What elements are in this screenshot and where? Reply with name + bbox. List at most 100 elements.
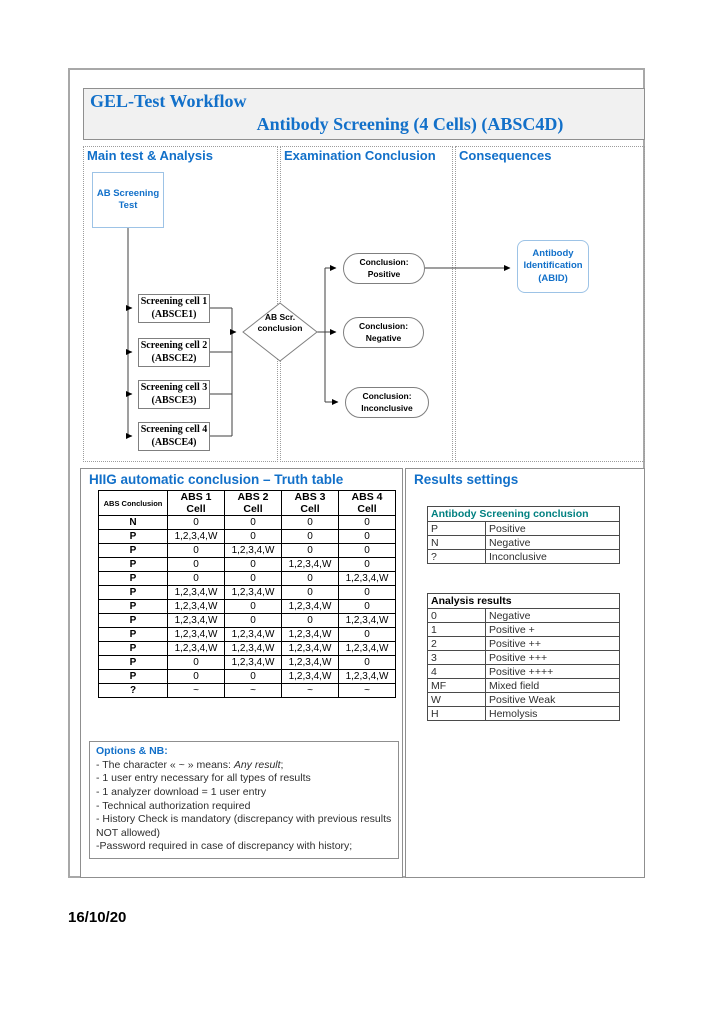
table-cell: 0 bbox=[167, 655, 225, 670]
table-cell: N bbox=[427, 535, 486, 550]
table-cell: 0 bbox=[224, 571, 282, 586]
cell-1-code: (ABSCE1) bbox=[151, 308, 197, 320]
table-cell: 1,2,3,4,W bbox=[281, 641, 339, 656]
table-cell: P bbox=[98, 599, 168, 614]
screening-cell-4-box: Screening cell 4 (ABSCE4) bbox=[138, 422, 210, 451]
table-cell: 1,2,3,4,W bbox=[224, 627, 282, 642]
table-cell: 0 bbox=[167, 543, 225, 558]
table-cell: 1,2,3,4,W bbox=[338, 571, 396, 586]
screening-cell-2-box: Screening cell 2 (ABSCE2) bbox=[138, 338, 210, 367]
table-cell: ~ bbox=[281, 683, 339, 698]
table-cell: 1,2,3,4,W bbox=[224, 655, 282, 670]
conclusion-negative-line2: Negative bbox=[365, 332, 402, 343]
table-cell: Positive +++ bbox=[485, 650, 620, 665]
table-cell: P bbox=[98, 543, 168, 558]
cell-1-label: Screening cell 1 bbox=[140, 296, 208, 307]
table-cell: 1,2,3,4,W bbox=[167, 585, 225, 600]
start-box-line2: Test bbox=[118, 200, 138, 211]
table-cell: ? bbox=[98, 683, 168, 698]
table-cell: W bbox=[427, 692, 486, 707]
options-line-tilde-suffix: ; bbox=[280, 758, 284, 771]
table-cell: 0 bbox=[427, 608, 486, 623]
table-cell: P bbox=[98, 557, 168, 572]
table-cell: 1,2,3,4,W bbox=[281, 599, 339, 614]
table-cell: Negative bbox=[485, 535, 620, 550]
truth-table-header-abs1: ABS 1 Cell bbox=[167, 490, 225, 516]
decision-line2: conclusion bbox=[257, 323, 303, 334]
table-cell: Inconclusive bbox=[485, 549, 620, 564]
table-cell: Positive bbox=[485, 521, 620, 536]
table-cell: 0 bbox=[338, 543, 396, 558]
ab-screening-test-box: AB Screening Test bbox=[92, 172, 164, 228]
table-cell: 0 bbox=[338, 529, 396, 544]
table-cell: Mixed field bbox=[485, 678, 620, 693]
screening-cell-3-box: Screening cell 3 (ABSCE3) bbox=[138, 380, 210, 409]
results-settings-title: Results settings bbox=[414, 472, 519, 487]
page-title: GEL-Test Workflow bbox=[90, 91, 247, 111]
analysis-results-table-header: Analysis results bbox=[427, 593, 620, 609]
table-cell: Positive + bbox=[485, 622, 620, 637]
options-line-user-entry: - 1 user entry necessary for all types o… bbox=[96, 772, 311, 785]
table-cell: 1,2,3,4,W bbox=[224, 641, 282, 656]
table-cell: 0 bbox=[224, 529, 282, 544]
table-cell: 0 bbox=[167, 515, 225, 530]
table-cell: P bbox=[98, 655, 168, 670]
truth-table-header-abs3: ABS 3 Cell bbox=[281, 490, 339, 516]
options-line-tilde-prefix: - The character « ~ » means: bbox=[96, 758, 234, 771]
section-main-test-heading: Main test & Analysis bbox=[87, 148, 213, 163]
table-cell: Positive Weak bbox=[485, 692, 620, 707]
table-cell: Hemolysis bbox=[485, 706, 620, 721]
page-subtitle: Antibody Screening (4 Cells) (ABSC4D) bbox=[256, 114, 564, 134]
table-cell: ~ bbox=[224, 683, 282, 698]
table-cell: 0 bbox=[224, 557, 282, 572]
truth-table-panel: HIIG automatic conclusion – Truth table … bbox=[80, 468, 403, 878]
abs-conclusion-table-head: Antibody Screening conclusion bbox=[427, 506, 620, 522]
options-line-history-check: - History Check is mandatory (discrepanc… bbox=[96, 813, 392, 839]
options-nb-box: Options & NB: - The character « ~ » mean… bbox=[89, 741, 399, 860]
table-cell: P bbox=[427, 521, 486, 536]
table-cell: 3 bbox=[427, 650, 486, 665]
truth-table-header-conclusion: ABS Conclusion bbox=[98, 490, 168, 516]
table-cell: 0 bbox=[281, 613, 339, 628]
table-cell: 0 bbox=[338, 585, 396, 600]
options-line-analyzer: - 1 analyzer download = 1 user entry bbox=[96, 785, 267, 798]
table-cell: 1,2,3,4,W bbox=[281, 669, 339, 684]
table-cell: P bbox=[98, 669, 168, 684]
table-cell: 1,2,3,4,W bbox=[338, 641, 396, 656]
abid-line1: Antibody bbox=[532, 247, 574, 259]
truth-table-title: HIIG automatic conclusion – Truth table bbox=[89, 472, 344, 487]
table-cell: 0 bbox=[338, 655, 396, 670]
cell-2-label: Screening cell 2 bbox=[140, 340, 208, 351]
table-cell: 0 bbox=[224, 515, 282, 530]
table-cell: 0 bbox=[224, 599, 282, 614]
conclusion-negative-oval: Conclusion: Negative bbox=[343, 317, 424, 348]
conclusion-positive-oval: Conclusion: Positive bbox=[343, 253, 425, 284]
table-cell: 4 bbox=[427, 664, 486, 679]
options-line-tilde: - The character « ~ » means: Any result; bbox=[96, 759, 392, 773]
table-cell: 0 bbox=[224, 669, 282, 684]
table-cell: 0 bbox=[338, 627, 396, 642]
table-cell: ~ bbox=[338, 683, 396, 698]
table-cell: 1,2,3,4,W bbox=[281, 655, 339, 670]
results-settings-panel: Results settings Antibody Screening conc… bbox=[405, 468, 645, 878]
cell-2-code: (ABSCE2) bbox=[151, 352, 197, 364]
table-cell: 0 bbox=[224, 613, 282, 628]
screening-cell-1-box: Screening cell 1 (ABSCE1) bbox=[138, 294, 210, 323]
table-cell: 1,2,3,4,W bbox=[338, 669, 396, 684]
conclusion-inconclusive-line1: Conclusion: bbox=[362, 391, 412, 402]
truth-table-head: ABS Conclusion ABS 1 Cell ABS 2 Cell ABS… bbox=[98, 490, 396, 516]
